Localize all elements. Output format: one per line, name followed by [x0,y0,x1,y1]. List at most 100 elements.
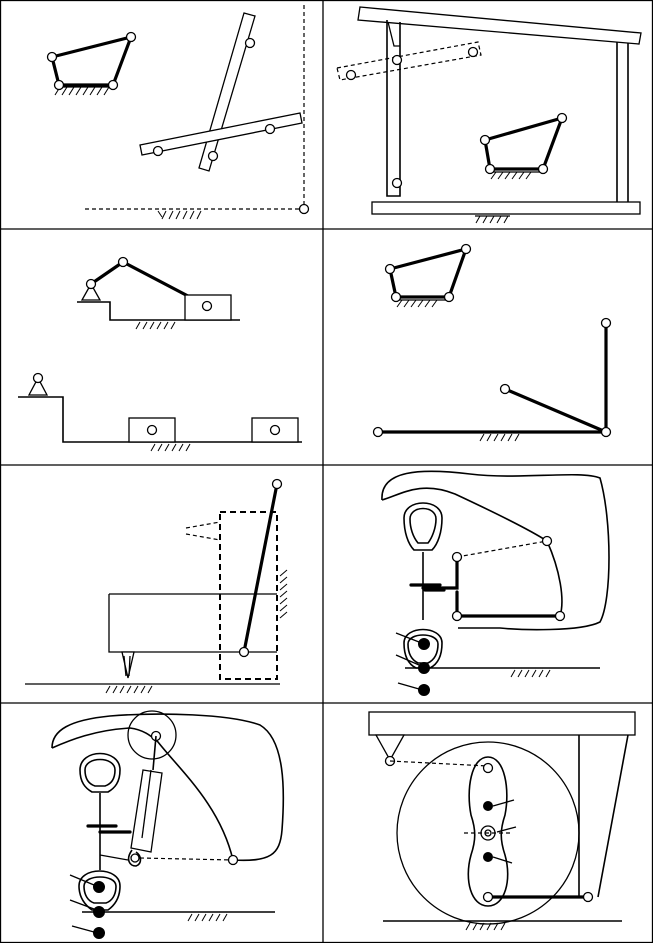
ground-hatch [396,299,446,308]
leader-line [496,826,517,833]
ground-hatch [135,321,176,330]
joint-pin [53,79,65,91]
leader-line [395,632,420,643]
body-block [108,593,277,653]
dashed-link [139,857,234,861]
dashed-frame [219,511,278,680]
panel-5-wall-rod [25,478,288,694]
joint-pin [556,112,568,124]
four-bar-linkage [388,246,469,299]
ground-hatch [490,171,540,180]
joint-pin [482,891,494,903]
joint-pin [554,610,566,622]
panel-4-four-bar-and-lever [372,243,612,442]
joint-pin [482,762,494,774]
leader-line [71,925,95,933]
leader-line [397,682,420,690]
stepped-ground [77,301,240,321]
joint-pin [499,383,511,395]
fender-outline [381,470,610,631]
wall-hatch [279,569,288,619]
panel-8-cam-wheel [368,711,636,931]
joint-pin [582,891,594,903]
joint-pin [390,291,402,303]
joint-pin [117,256,129,268]
wheel-circle [396,741,580,925]
mass-point [418,684,430,696]
leader-line [492,856,513,864]
joint-pin [391,177,403,189]
joint-pin [384,263,396,275]
pivot-support [80,282,102,301]
joint-pin [443,291,455,303]
joint-pin [130,853,140,863]
panel-7-strut-suspension [51,710,285,939]
inclined-bar [198,12,256,172]
leader-line [492,799,515,807]
mass-point [418,662,430,674]
dashed-link [389,760,489,767]
joint-pin [479,134,491,146]
pivot-support [27,376,49,396]
joint-pin [32,372,44,384]
leader-line [69,874,95,886]
leg-support [121,651,135,679]
ground-hatch [54,86,110,96]
joint-pin [600,426,612,438]
crank-link [89,260,125,286]
dashed-extension [185,521,221,541]
shock-absorber [130,769,163,853]
top-beam [368,711,636,736]
upper-arm [421,555,459,590]
joint-pin [107,79,119,91]
left-column [386,20,401,197]
joint-pin [207,150,219,162]
ground-hatch [105,685,153,694]
joint-pin [146,424,158,436]
ground-hatch [510,669,551,678]
joint-pin [451,551,463,563]
mass-point [93,927,105,939]
joint-pin [46,51,58,63]
right-column [616,42,629,202]
cam-plate [467,756,509,907]
tire-lower [78,870,121,911]
four-bar-linkage [50,34,134,87]
detail-circle [127,710,177,760]
joint-pin [451,610,463,622]
tire-upper [403,502,443,551]
ground-hatch [187,913,228,922]
joint-pin [125,31,137,43]
ground-hatch [479,433,520,442]
joint-pin [541,535,553,547]
joint-pin [201,300,213,312]
leader-line [395,654,420,666]
joint-pin [227,854,239,866]
mass-point [93,881,105,893]
ground-hatch [465,922,506,931]
ground-hatch [157,210,202,220]
ground-hatch [475,215,510,224]
joint-pin [298,203,310,215]
right-frame [578,734,629,898]
crossing-bar [139,112,303,156]
joint-pin [484,163,496,175]
joint-pin [372,426,384,438]
mass-point [418,638,430,650]
sloped-beam [357,6,642,45]
joint-pin [269,424,281,436]
joint-pin [244,37,256,49]
joint-pin [152,145,164,157]
mass-point [483,801,493,811]
tire-upper [79,752,121,793]
pivot-support [374,734,406,762]
base-plate [371,201,641,215]
joint-pin [85,278,97,290]
joint-pin [345,69,357,81]
dashed-link [456,540,548,558]
fender-outline [51,713,285,862]
rod-link [242,482,279,654]
